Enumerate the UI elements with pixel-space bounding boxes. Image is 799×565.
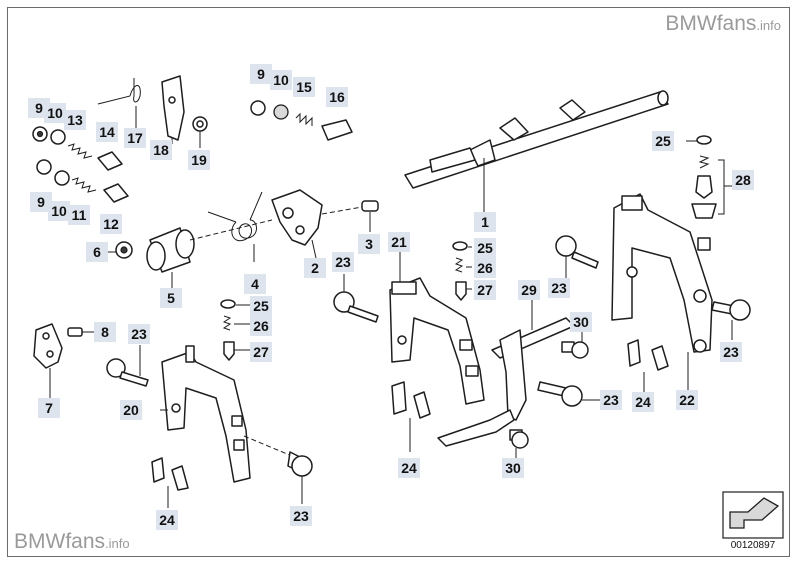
- callout-11[interactable]: 11: [68, 205, 90, 225]
- callout-7[interactable]: 7: [38, 398, 60, 418]
- screw-8: [67, 327, 94, 337]
- watermark-top: BMWfans.info: [665, 12, 781, 36]
- bolt-3: [321, 200, 379, 232]
- callout-2[interactable]: 2: [304, 258, 326, 278]
- guide-bolt-center: [555, 235, 599, 280]
- bracket-18: [161, 75, 185, 144]
- selector-plate: [271, 189, 323, 259]
- callout-9-top[interactable]: 9: [250, 64, 272, 84]
- callout-30-lower[interactable]: 30: [502, 458, 524, 478]
- callout-13[interactable]: 13: [64, 110, 86, 130]
- callout-23-right[interactable]: 23: [720, 342, 742, 362]
- callout-18[interactable]: 18: [150, 140, 172, 160]
- callout-14[interactable]: 14: [96, 122, 118, 142]
- selector-shaft: [404, 90, 669, 212]
- guide-bolt-middle: [333, 274, 379, 323]
- watermark-bottom-main: BMWfans: [14, 530, 106, 553]
- diagram-frame: [7, 7, 790, 557]
- callout-10[interactable]: 10: [44, 103, 66, 123]
- detent-set-top: [250, 100, 353, 141]
- callout-26-middle[interactable]: 26: [474, 258, 496, 278]
- callout-24-middle[interactable]: 24: [398, 458, 420, 478]
- guide-bolt-left: [106, 345, 149, 387]
- callout-30-upper[interactable]: 30: [570, 312, 592, 332]
- detent-set-upper: [32, 126, 123, 171]
- screw-30-upper: [561, 330, 589, 359]
- guide-bolt-right: [711, 299, 751, 340]
- callout-19[interactable]: 19: [188, 150, 210, 170]
- bushing-6: [104, 241, 133, 259]
- callout-17[interactable]: 17: [124, 128, 146, 148]
- watermark-top-suffix: .info: [756, 18, 781, 33]
- callout-23-lower-middle[interactable]: 23: [600, 390, 622, 410]
- plunger-stack-right: [686, 135, 732, 219]
- plunger-stack-middle: [452, 241, 472, 301]
- callout-1[interactable]: 1: [474, 212, 496, 232]
- orientation-symbol: [722, 491, 784, 539]
- watermark-bottom-suffix: .info: [105, 536, 130, 551]
- detent-set-lower: [36, 159, 129, 203]
- slider-pads-right: [627, 339, 669, 392]
- callout-27-middle[interactable]: 27: [474, 280, 496, 300]
- callout-4[interactable]: 4: [244, 274, 266, 294]
- screw-30-lower: [509, 429, 529, 462]
- drawing-number: 00120897: [730, 540, 776, 551]
- callout-25-middle[interactable]: 25: [474, 238, 496, 258]
- shift-fork-21: [389, 252, 485, 405]
- callout-24-left[interactable]: 24: [156, 510, 178, 530]
- plunger-stack-left: [220, 299, 250, 361]
- callout-12[interactable]: 12: [100, 214, 122, 234]
- callout-28[interactable]: 28: [732, 170, 754, 190]
- callout-10-top[interactable]: 10: [270, 70, 292, 90]
- callout-26-left[interactable]: 26: [250, 316, 272, 336]
- callout-25-right[interactable]: 25: [652, 131, 674, 151]
- callout-16[interactable]: 16: [326, 87, 348, 107]
- lever-7: [33, 323, 63, 398]
- guide-bolt-lower-middle: [537, 381, 600, 407]
- callout-23-left[interactable]: 23: [128, 324, 150, 344]
- torsion-spring: [207, 191, 263, 262]
- slider-pads-middle: [391, 381, 431, 452]
- callout-5[interactable]: 5: [160, 288, 182, 308]
- shift-fork-22: [611, 193, 713, 390]
- callout-9-lower[interactable]: 9: [30, 192, 52, 212]
- callout-8[interactable]: 8: [94, 322, 116, 342]
- callout-10-lower[interactable]: 10: [48, 201, 70, 221]
- callout-29[interactable]: 29: [518, 280, 540, 300]
- sleeve-5: [146, 219, 273, 290]
- callout-24-right[interactable]: 24: [632, 392, 654, 412]
- callout-3[interactable]: 3: [358, 234, 380, 254]
- watermark-bottom: BMWfans.info: [14, 530, 130, 554]
- shift-fork-20: [160, 345, 293, 483]
- guide-bolt-bottom-left: [287, 451, 313, 504]
- callout-23-middle[interactable]: 23: [332, 252, 354, 272]
- watermark-top-main: BMWfans: [665, 12, 757, 35]
- callout-15[interactable]: 15: [293, 77, 315, 97]
- callout-6[interactable]: 6: [86, 242, 108, 262]
- callout-23-center[interactable]: 23: [548, 278, 570, 298]
- slider-pads-left: [151, 457, 189, 508]
- ring-19: [192, 116, 208, 148]
- callout-25-left[interactable]: 25: [250, 296, 272, 316]
- callout-27-left[interactable]: 27: [250, 342, 272, 362]
- callout-23-bottom-left[interactable]: 23: [290, 506, 312, 526]
- callout-21[interactable]: 21: [388, 232, 410, 252]
- interlock-plate-29: [437, 300, 575, 447]
- wire-spring-17: [97, 78, 141, 128]
- callout-22[interactable]: 22: [676, 390, 698, 410]
- callout-20[interactable]: 20: [120, 400, 142, 420]
